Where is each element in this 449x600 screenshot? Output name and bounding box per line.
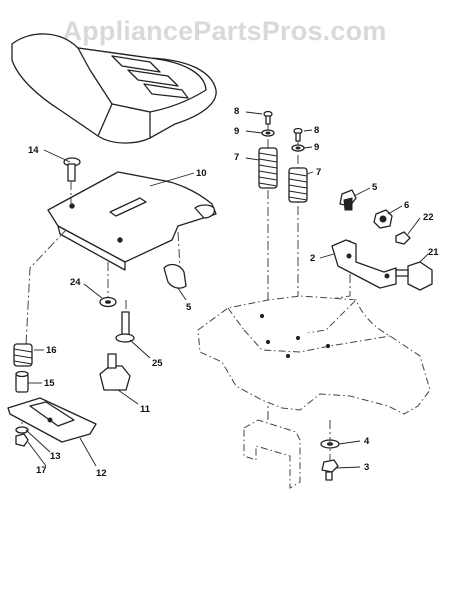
- callout-15: 15: [44, 378, 55, 389]
- pivot-line-2: [177, 231, 181, 269]
- spring-right: [288, 167, 308, 203]
- carriage-bolt: [63, 157, 81, 205]
- callout-9-left: 9: [234, 126, 239, 137]
- callout-13: 13: [50, 451, 61, 462]
- seat-bracket: [47, 171, 217, 271]
- callout-5-lower: 5: [186, 302, 192, 313]
- pivot-line: [25, 229, 67, 346]
- washer-right: [291, 144, 305, 152]
- washer-13: [15, 426, 29, 434]
- hex-bolt: [321, 459, 339, 481]
- callout-8-left: 8: [234, 106, 239, 117]
- callout-7-left: 7: [234, 152, 239, 163]
- shoulder-bolt-25: [115, 311, 135, 343]
- seat-plate-12: [7, 397, 97, 443]
- spring-left: [258, 147, 278, 189]
- tractor-frame: [197, 295, 431, 489]
- washer-left: [261, 129, 275, 137]
- wing-nut: [339, 189, 357, 211]
- seat-cushion: [11, 33, 217, 144]
- pivot-block-11: [99, 353, 131, 391]
- callout-25: 25: [152, 358, 163, 369]
- callout-7-right: 7: [316, 167, 321, 178]
- knob-bolt: [395, 261, 433, 291]
- callout-24: 24: [70, 277, 81, 288]
- screw-right: [293, 127, 303, 142]
- hex-nut: [373, 209, 393, 229]
- nut-17: [15, 433, 29, 447]
- callout-2: 2: [310, 253, 315, 264]
- callout-10: 10: [196, 168, 207, 179]
- callout-8-right: 8: [314, 125, 319, 136]
- callout-22: 22: [423, 212, 434, 223]
- callout-4: 4: [364, 436, 370, 447]
- callout-16: 16: [46, 345, 57, 356]
- spring-16: [13, 343, 33, 367]
- callout-6: 6: [404, 200, 409, 211]
- small-nut: [395, 231, 411, 245]
- washer-24: [99, 296, 117, 308]
- callout-12: 12: [96, 468, 107, 479]
- spacer-15: [15, 370, 29, 393]
- callout-5-upper: 5: [372, 182, 378, 193]
- callout-9-right: 9: [314, 142, 319, 153]
- callout-11: 11: [140, 404, 151, 415]
- callout-14: 14: [28, 145, 39, 156]
- callout-21: 21: [428, 247, 439, 258]
- callout-3: 3: [364, 462, 369, 473]
- screw-left: [263, 110, 273, 125]
- clip-5-lower: [163, 263, 187, 289]
- adjustment-bracket: [331, 239, 397, 289]
- callout-17: 17: [36, 465, 47, 476]
